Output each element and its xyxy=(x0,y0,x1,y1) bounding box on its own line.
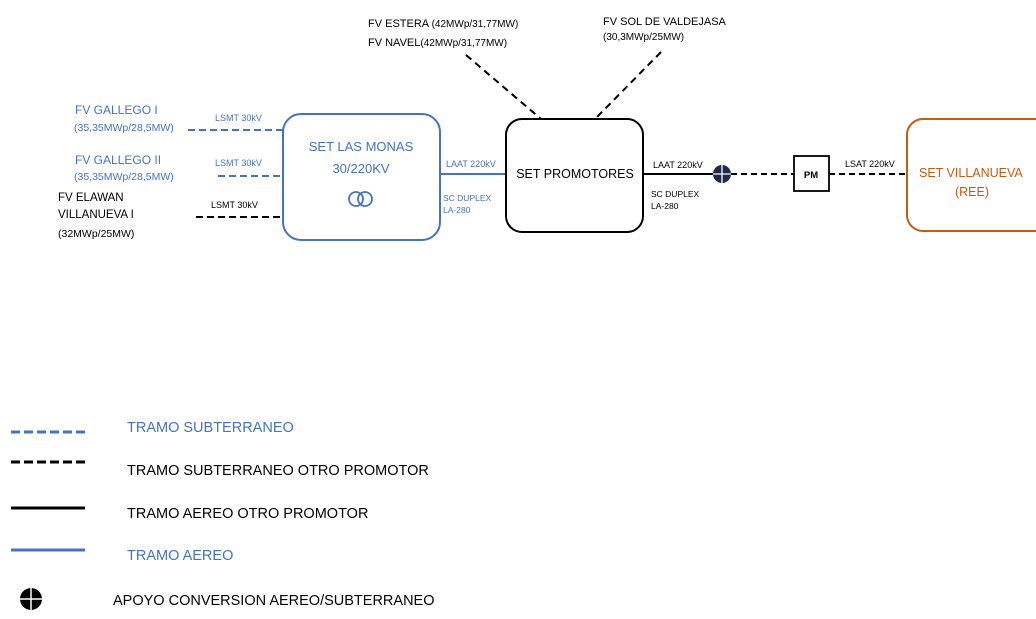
legend-conversion-support-icon xyxy=(20,588,42,610)
valdejasa-underground-line xyxy=(596,51,662,118)
elawan-line-label: LSMT 30kV xyxy=(211,200,258,210)
navel-label: FV NAVEL(42MWp/31,77MW) xyxy=(368,37,507,49)
conversion-support-icon xyxy=(713,165,731,183)
pm-box xyxy=(793,155,830,192)
set-las-monas-name: SET LAS MONAS xyxy=(309,139,414,154)
gallego2-line-label: LSMT 30kV xyxy=(215,158,262,168)
set-las-monas-voltage: 30/220KV xyxy=(332,161,389,176)
valdejasa-capacity: (30,3MWp/25MW) xyxy=(603,32,684,43)
legend-label-subterraneo-otro: TRAMO SUBTERRANEO OTRO PROMOTOR xyxy=(127,463,429,479)
gallego1-capacity: (35,35MWp/28,5MW) xyxy=(74,122,174,134)
estera-navel-underground-line xyxy=(465,54,542,120)
estera-label: FV ESTERA (42MWp/31,77MW) xyxy=(368,18,518,30)
elawan-name-1: FV ELAWAN xyxy=(58,192,124,204)
legend-label-subterraneo: TRAMO SUBTERRANEO xyxy=(127,420,294,436)
legend-label-conversion: APOYO CONVERSION AEREO/SUBTERRANEO xyxy=(113,593,435,609)
transformer-icon xyxy=(348,191,373,207)
pm-villanueva-line-label: LSAT 220kV xyxy=(845,159,895,169)
elawan-capacity: (32MWp/25MW) xyxy=(58,228,134,240)
set-villanueva-operator: (REE) xyxy=(955,185,989,199)
set-villanueva-box xyxy=(906,118,1036,232)
elawan-name-2: VILLANUEVA I xyxy=(58,209,134,221)
promotores-apoyo-line-label: LAAT 220kV xyxy=(653,160,703,170)
set-las-monas-box xyxy=(282,113,441,241)
monas-promotores-conductor-1: SC DUPLEX xyxy=(443,193,492,203)
pm-label: PM xyxy=(804,170,818,181)
promotores-apoyo-conductor-2: LA-280 xyxy=(651,201,679,211)
legend-label-aereo: TRAMO AEREO xyxy=(127,548,233,564)
legend-label-aereo-otro: TRAMO AEREO OTRO PROMOTOR xyxy=(127,506,368,522)
gallego1-name: FV GALLEGO I xyxy=(75,103,158,117)
gallego1-line-label: LSMT 30kV xyxy=(215,113,262,123)
gallego2-name: FV GALLEGO II xyxy=(75,153,161,167)
set-villanueva-name: SET VILLANUEVA xyxy=(919,166,1023,180)
valdejasa-name: FV SOL DE VALDEJASA xyxy=(603,16,727,28)
set-promotores-box xyxy=(505,118,644,233)
legend: TRAMO SUBTERRANEO TRAMO SUBTERRANEO OTRO… xyxy=(11,420,435,610)
monas-promotores-conductor-2: LA-280 xyxy=(443,205,471,215)
set-promotores-name: SET PROMOTORES xyxy=(516,167,634,181)
promotores-apoyo-conductor-1: SC DUPLEX xyxy=(651,189,700,199)
monas-promotores-line-label: LAAT 220kV xyxy=(446,159,496,169)
gallego2-capacity: (35,35MWp/28,5MW) xyxy=(74,171,174,183)
